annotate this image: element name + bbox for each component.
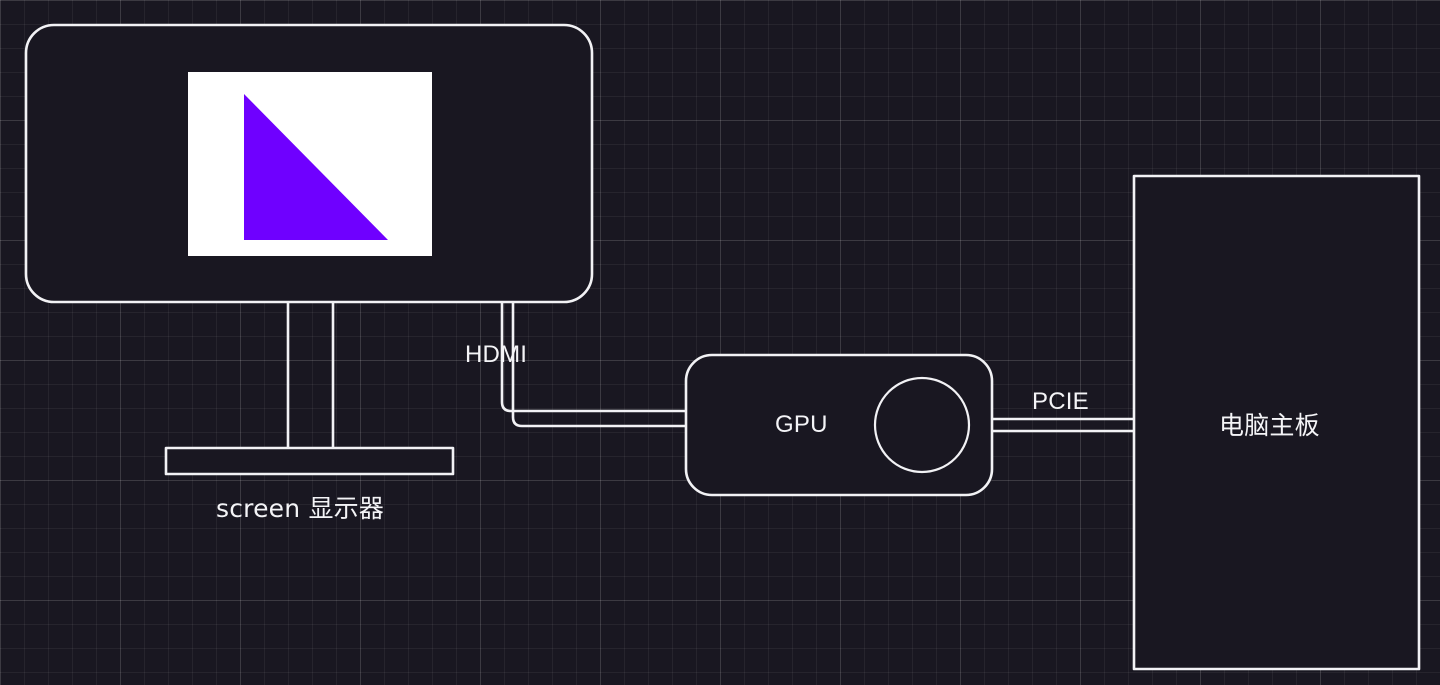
node-label-gpu: GPU <box>775 411 828 438</box>
edge-label-pcie: PCIE <box>1032 388 1089 415</box>
screen-triangle-icon <box>244 94 388 240</box>
monitor-stand-neck <box>286 302 335 450</box>
monitor-bezel <box>24 23 594 304</box>
node-label-motherboard: 电脑主板 <box>1219 411 1320 440</box>
motherboard-body-fill <box>1134 176 1419 669</box>
node-motherboard[interactable] <box>1132 174 1421 671</box>
node-monitor[interactable] <box>24 23 594 476</box>
gpu-body <box>684 353 994 497</box>
edge-label-hdmi: HDMI <box>465 341 528 368</box>
edge-hdmi[interactable] <box>500 302 686 428</box>
node-label-screen: screen 显示器 <box>216 494 385 523</box>
gpu-body-fill <box>686 355 992 495</box>
monitor-base-fill <box>166 448 453 474</box>
edge-pcie[interactable] <box>992 417 1134 433</box>
node-gpu[interactable] <box>684 353 994 497</box>
motherboard-body <box>1132 174 1421 671</box>
monitor-base <box>164 446 455 476</box>
gpu-fan-icon <box>873 376 971 474</box>
